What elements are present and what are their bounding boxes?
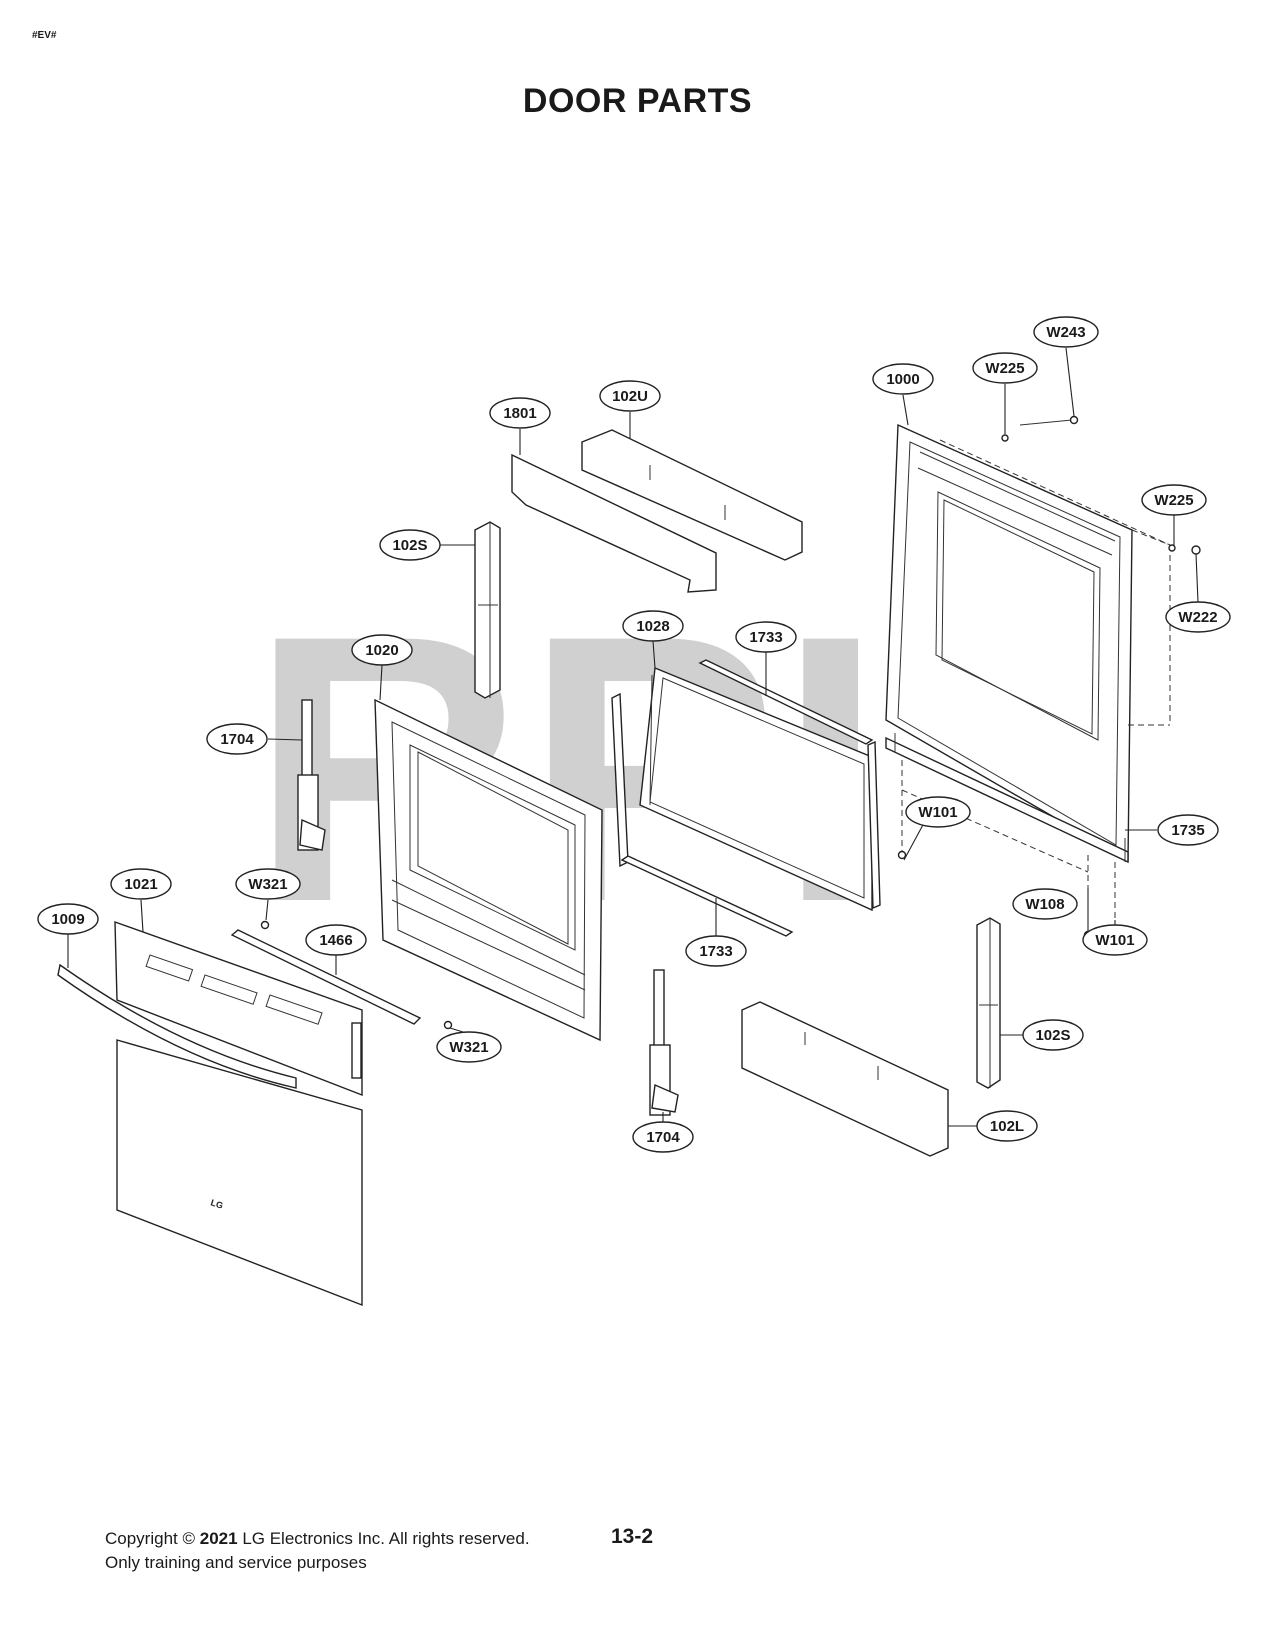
page-title: DOOR PARTS xyxy=(522,82,753,120)
part-door-inner-frame xyxy=(374,698,603,1042)
part-insulation-side-right xyxy=(976,917,1001,1089)
callout-W243[interactable]: W243 xyxy=(1033,316,1099,348)
callout-102S-left[interactable]: 102S xyxy=(379,529,441,561)
part-outer-door-panel: LG xyxy=(116,1039,363,1307)
part-insulation-lower xyxy=(741,1001,949,1157)
callout-1704-right[interactable]: 1704 xyxy=(632,1121,694,1153)
callout-label: 1733 xyxy=(749,629,782,646)
callout-label: W108 xyxy=(1025,896,1064,913)
callout-label: 1021 xyxy=(124,876,157,893)
part-trim-strip xyxy=(230,929,422,1025)
callout-W225-top[interactable]: W225 xyxy=(972,352,1038,384)
callout-W321-bottom[interactable]: W321 xyxy=(436,1031,502,1063)
copyright-prefix: Copyright © xyxy=(105,1529,196,1548)
callout-label: W321 xyxy=(248,876,287,893)
part-insulation-side-left xyxy=(474,521,501,699)
footer-line-2: Only training and service purposes xyxy=(105,1553,367,1572)
callout-W321-top[interactable]: W321 xyxy=(235,868,301,900)
part-hinge-left xyxy=(297,699,326,851)
callout-1020[interactable]: 1020 xyxy=(351,634,413,666)
callout-102S-right[interactable]: 102S xyxy=(1022,1019,1084,1051)
callout-label: 102L xyxy=(990,1118,1024,1135)
footer-line-1: Copyright © 2021 LG Electronics Inc. All… xyxy=(105,1527,530,1551)
callout-W225-right[interactable]: W225 xyxy=(1141,484,1207,516)
door-logo: LG xyxy=(209,1197,224,1210)
callout-W101-top[interactable]: W101 xyxy=(905,796,971,828)
footer-copyright: Copyright © 2021 LG Electronics Inc. All… xyxy=(105,1527,530,1575)
callout-label: W321 xyxy=(449,1039,488,1056)
callout-label: 1704 xyxy=(220,731,254,748)
callout-W101-bottom[interactable]: W101 xyxy=(1082,924,1148,956)
callout-label: 1028 xyxy=(636,618,669,635)
callout-1009[interactable]: 1009 xyxy=(37,903,99,935)
callout-label: 102S xyxy=(1035,1027,1070,1044)
callout-label: 1009 xyxy=(51,911,84,928)
callout-label: W101 xyxy=(918,804,957,821)
callout-1735[interactable]: 1735 xyxy=(1157,814,1219,846)
callout-1704-left[interactable]: 1704 xyxy=(206,723,268,755)
part-glass-seal-bottom xyxy=(620,855,794,937)
part-control-panel xyxy=(114,920,363,1097)
part-door-handle xyxy=(57,963,297,1089)
callout-label: 102S xyxy=(392,537,427,554)
part-insulation-upper xyxy=(581,429,803,561)
part-glass-seal-top xyxy=(698,659,874,745)
callout-label: 1466 xyxy=(319,932,352,949)
callout-102L[interactable]: 102L xyxy=(976,1110,1038,1142)
part-insulation-sheet xyxy=(511,453,717,593)
callout-label: 1020 xyxy=(365,642,398,659)
copyright-year: 2021 xyxy=(199,1529,238,1548)
callout-1466[interactable]: 1466 xyxy=(305,924,367,956)
document-code: #EV# xyxy=(32,30,57,41)
part-inner-door-frame xyxy=(885,423,1171,862)
page-number: 13-2 xyxy=(611,1525,654,1548)
callout-W108[interactable]: W108 xyxy=(1012,888,1078,920)
callout-1021[interactable]: 1021 xyxy=(110,868,172,900)
callout-label: 1733 xyxy=(699,943,732,960)
callout-label: 1704 xyxy=(646,1129,680,1146)
callout-1028[interactable]: 1028 xyxy=(622,610,684,642)
callout-label: W222 xyxy=(1178,609,1217,626)
callout-label: W225 xyxy=(985,360,1024,377)
callout-W222[interactable]: W222 xyxy=(1165,601,1231,633)
callout-1733-top[interactable]: 1733 xyxy=(735,621,797,653)
callout-label: W225 xyxy=(1154,492,1193,509)
callout-label: 102U xyxy=(612,388,648,405)
part-hinge-right xyxy=(649,969,679,1116)
callout-label: 1801 xyxy=(503,405,536,422)
callout-label: W243 xyxy=(1046,324,1085,341)
callout-102U[interactable]: 102U xyxy=(599,380,661,412)
callout-label: 1000 xyxy=(886,371,919,388)
copyright-owner: LG Electronics Inc. All rights reserved. xyxy=(242,1529,530,1548)
callout-1801[interactable]: 1801 xyxy=(489,397,551,429)
callout-1000[interactable]: 1000 xyxy=(872,363,934,395)
callout-label: 1735 xyxy=(1171,822,1204,839)
callout-1733-bottom[interactable]: 1733 xyxy=(685,935,747,967)
part-glass-seal-side xyxy=(867,740,881,910)
callout-label: W101 xyxy=(1095,932,1134,949)
